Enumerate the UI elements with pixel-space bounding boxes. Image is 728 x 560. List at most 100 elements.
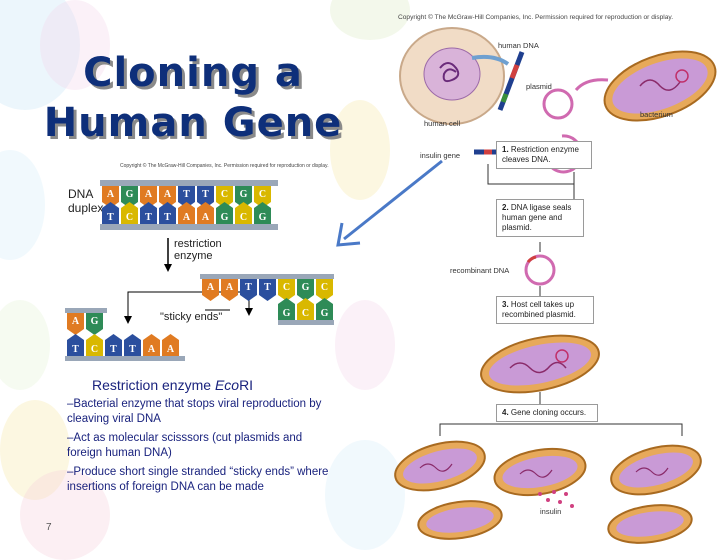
right-fragment-top-base: A [202, 279, 219, 301]
restriction-line1: restriction [174, 238, 222, 250]
cloned-cell-1 [394, 440, 486, 492]
caption-suffix: RI [239, 377, 254, 393]
dna-arrow [471, 54, 510, 66]
right-fragment-top-base: T [240, 279, 257, 301]
cloned-cell-3 [610, 444, 702, 496]
base-letter: C [240, 212, 247, 223]
human-dna-strand [497, 51, 525, 111]
duplex-top-base: C [216, 186, 233, 208]
recombinant-insert [526, 255, 537, 264]
step-2-box: 2. DNA ligase seals human gene and plasm… [496, 199, 584, 237]
duplex-top-base: A [102, 186, 119, 208]
cloned-cell-5 [607, 504, 693, 544]
step-3-text: Host cell takes up recombined plasmid. [502, 300, 576, 319]
duplex-top-base: T [178, 186, 195, 208]
sticky-ends-bracket [127, 291, 250, 320]
base-letter: G [91, 316, 99, 327]
base-letter: T [264, 282, 271, 293]
left-fragment-backbone-top [65, 308, 107, 313]
bullet-2: –Act as molecular scisssors (cut plasmid… [67, 432, 303, 459]
insulin-label: insulin [540, 507, 562, 516]
duplex-top-base: C [254, 186, 271, 208]
recombinant-plasmid [524, 254, 556, 286]
base-letter: T [72, 344, 79, 355]
human-cell [399, 27, 505, 125]
duplex-backbone-top [100, 180, 278, 186]
left-figure-copyright: Copyright © The McGraw-Hill Companies, I… [120, 163, 329, 169]
step-1-box: 1. Restriction enzyme cleaves DNA. [496, 141, 592, 169]
cloned-cell-4 [417, 500, 503, 540]
duplex-bottom-base: T [159, 202, 176, 224]
plasmid-label: plasmid [526, 82, 552, 91]
base-letter: G [240, 189, 248, 200]
right-fragment-bottom-base: C [297, 298, 314, 320]
left-fragment-top-base: A [67, 313, 84, 335]
right-fragment-top-base: G [297, 279, 314, 301]
base-letter: A [202, 212, 210, 223]
duplex-bottom-base: A [197, 202, 214, 224]
base-letter: A [72, 316, 80, 327]
slide-title: Cloning a Human Gene [18, 48, 368, 148]
plasmid-arrow [574, 78, 609, 92]
base-letter: C [283, 282, 290, 293]
base-letter: G [259, 212, 267, 223]
step-3-number: 3. [502, 300, 509, 309]
base-letter: C [321, 282, 328, 293]
cloned-cell-2 [493, 447, 587, 497]
bullet-3: –Produce short single stranded “sticky e… [67, 466, 329, 493]
balloon-decoration [0, 150, 45, 260]
base-letter: T [110, 344, 117, 355]
base-letter: C [91, 344, 98, 355]
step-4-text: Gene cloning occurs. [510, 408, 587, 417]
step-3-box: 3. Host cell takes up recombined plasmid… [496, 296, 594, 324]
page-number: 7 [46, 522, 52, 533]
step-4-box: 4. Gene cloning occurs. [496, 404, 598, 422]
base-letter: A [148, 344, 156, 355]
dna-label-line1: DNA [68, 187, 94, 201]
balloon-decoration [335, 300, 395, 390]
left-fragment-backbone-bottom [65, 356, 185, 361]
base-letter: C [221, 189, 228, 200]
left-fragment-bottom-base: T [67, 334, 84, 356]
base-letter: G [321, 308, 329, 319]
left-fragment-bottom-base: T [105, 334, 122, 356]
balloon-decoration [20, 470, 110, 560]
restriction-line2: enzyme [174, 250, 213, 262]
cloning-diagram [394, 27, 717, 544]
insulin-dots [538, 490, 574, 508]
base-letter: G [302, 282, 310, 293]
right-fragment-top-base: C [278, 279, 295, 301]
base-letter: A [183, 212, 191, 223]
bracket-arrow-left [124, 316, 132, 324]
base-letter: G [283, 308, 291, 319]
base-letter: T [245, 282, 252, 293]
right-fragment-backbone-bottom [278, 320, 334, 325]
left-fragment-top-base: G [86, 313, 103, 335]
right-fragment-top-base: T [259, 279, 276, 301]
balloon-decoration [40, 0, 110, 90]
insulin-gene-label: insulin gene [420, 151, 461, 160]
right-figure-copyright: Copyright © The McGraw-Hill Companies, I… [398, 14, 674, 21]
left-fragment-bottom-base: T [124, 334, 141, 356]
base-letter: T [164, 212, 171, 223]
right-fragment-backbone-top [200, 274, 334, 279]
base-letter: A [145, 189, 153, 200]
flow-branch [439, 423, 683, 436]
right-fragment-bottom-base: G [278, 298, 295, 320]
duplex-bottom-base: G [254, 202, 271, 224]
dna-label-line2: duplex [68, 201, 104, 215]
step-1-text: Restriction enzyme cleaves DNA. [502, 145, 579, 164]
duplex-bottom-base: C [235, 202, 252, 224]
connector-arrow [336, 159, 443, 247]
left-fragment-bottom-base: A [143, 334, 160, 356]
left-fragment-bottom-base: C [86, 334, 103, 356]
duplex-top-base: G [235, 186, 252, 208]
title-line-1: Cloning a [83, 50, 303, 96]
sticky-ends-label: "sticky ends" [160, 311, 223, 323]
restriction-arrow-head [164, 264, 172, 272]
step-1-number: 1. [502, 145, 509, 154]
duplex-bottom-base: T [102, 202, 119, 224]
